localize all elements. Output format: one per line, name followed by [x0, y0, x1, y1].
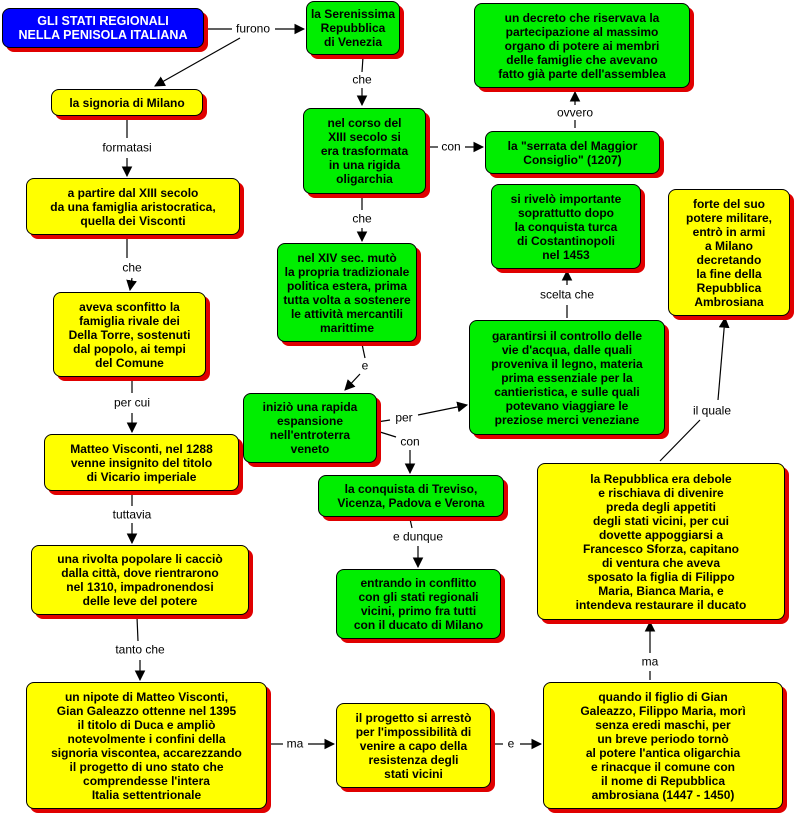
link-label: il quale — [691, 403, 733, 418]
link-label: furono — [234, 21, 272, 36]
link-label: tanto che — [114, 642, 166, 657]
node-nipote[interactable]: un nipote di Matteo Visconti, Gian Galea… — [26, 682, 267, 809]
link-label: ovvero — [555, 105, 595, 120]
node-conquista[interactable]: la conquista di Treviso, Vicenza, Padova… — [318, 475, 504, 517]
link-label: per — [394, 410, 414, 425]
link-label: con — [440, 139, 462, 154]
node-nel-xiv[interactable]: nel XIV sec. mutò la propria tradizional… — [277, 243, 417, 342]
link-label: ma — [285, 736, 305, 751]
node-title[interactable]: GLI STATI REGIONALI NELLA PENISOLA ITALI… — [2, 8, 204, 48]
node-garantirsi[interactable]: garantirsi il controllo delle vie d'acqu… — [469, 320, 665, 435]
node-serenissima[interactable]: la Serenissima Repubblica di Venezia — [306, 1, 400, 55]
node-nel-corso[interactable]: nel corso del XIII secolo si era trasfor… — [303, 108, 426, 194]
link-label: formatasi — [101, 140, 153, 155]
link-label: e — [506, 736, 516, 751]
node-progetto[interactable]: il progetto si arrestò per l'impossibili… — [336, 703, 491, 788]
node-signoria[interactable]: la signoria di Milano — [51, 89, 203, 116]
link-label: che — [121, 260, 143, 275]
link-label: tuttavia — [111, 507, 153, 522]
link-label: che — [351, 211, 373, 226]
link-label: ma — [640, 654, 660, 669]
link-label: e dunque — [391, 529, 445, 544]
node-serrata[interactable]: la "serrata del Maggior Consiglio" (1207… — [485, 131, 660, 174]
node-forte[interactable]: forte del suo potere militare, entrò in … — [668, 189, 790, 316]
node-matteo[interactable]: Matteo Visconti, nel 1288 venne insignit… — [44, 434, 239, 491]
node-decreto[interactable]: un decreto che riservava la partecipazio… — [474, 3, 690, 88]
node-quando[interactable]: quando il figlio di Gian Galeazzo, Filip… — [543, 682, 783, 809]
link-label: scelta che — [538, 287, 596, 302]
node-aveva[interactable]: aveva sconfitto la famiglia rivale dei D… — [53, 292, 206, 377]
link-label: e — [360, 358, 370, 373]
link-label: con — [399, 434, 421, 449]
node-si-rivelo[interactable]: si rivelò importante soprattutto dopo la… — [491, 184, 641, 269]
node-rivolta[interactable]: una rivolta popolare li cacciò dalla cit… — [31, 545, 249, 615]
node-repubblica[interactable]: la Repubblica era debole e rischiava di … — [537, 463, 785, 620]
link-label: che — [351, 72, 373, 87]
node-a-partire[interactable]: a partire dal XIII secolo da una famigli… — [26, 178, 240, 235]
node-entrando[interactable]: entrando in conflitto con gli stati regi… — [336, 569, 501, 639]
node-inizio[interactable]: iniziò una rapida espansione nell'entrot… — [243, 393, 377, 463]
link-label: per cui — [112, 395, 152, 410]
